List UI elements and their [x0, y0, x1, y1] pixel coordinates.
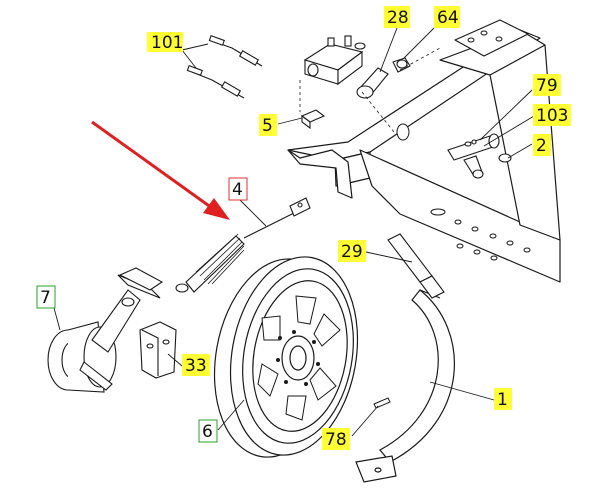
callout-5: 5 [259, 114, 277, 136]
chassis-frame [287, 19, 561, 283]
callout-label-33: 33 [185, 356, 207, 376]
scraper-band-1 [355, 289, 456, 483]
dashed-guides [299, 47, 441, 133]
callout-103: 103 [533, 104, 571, 126]
callout-label-1: 1 [497, 390, 508, 410]
callout-label-78: 78 [325, 430, 347, 450]
cables-101 [186, 35, 263, 99]
pin-assembly [447, 133, 512, 179]
callout-label-4: 4 [232, 180, 243, 200]
callout-33: 33 [182, 354, 210, 376]
callout-label-79: 79 [536, 76, 558, 96]
callout-label-5: 5 [262, 116, 273, 136]
chassis-holes [396, 30, 531, 261]
callout-label-64: 64 [437, 8, 459, 28]
connector-5 [300, 109, 326, 130]
callout-2: 2 [533, 134, 551, 156]
leader-lines [53, 27, 535, 437]
closing-wheel-6 [213, 256, 359, 458]
callout-7: 7 [36, 285, 56, 309]
callout-label-7: 7 [40, 288, 51, 308]
callout-label-28: 28 [387, 8, 409, 28]
callout-1: 1 [494, 388, 512, 410]
callout-101: 101 [147, 32, 183, 53]
fitting-28 [356, 67, 389, 99]
nut-64 [392, 57, 411, 73]
valve-block [303, 35, 366, 86]
bracket-33 [139, 321, 177, 379]
bracket-29 [387, 233, 445, 299]
gauge-wheel-7 [47, 267, 164, 393]
callout-64: 64 [434, 6, 460, 28]
callout-label-103: 103 [536, 106, 568, 126]
gas-spring-4 [175, 197, 311, 293]
callout-label-101: 101 [151, 33, 183, 53]
callout-79: 79 [533, 74, 561, 96]
callout-4: 4 [228, 177, 248, 201]
callout-78: 78 [322, 428, 350, 450]
highlight-arrow [91, 120, 230, 220]
callout-6: 6 [198, 419, 218, 443]
callout-29: 29 [338, 240, 366, 262]
callout-label-29: 29 [341, 242, 363, 262]
callout-label-6: 6 [202, 422, 213, 442]
callout-label-2: 2 [536, 136, 547, 156]
pin-78 [373, 397, 391, 409]
callout-28: 28 [384, 6, 410, 28]
